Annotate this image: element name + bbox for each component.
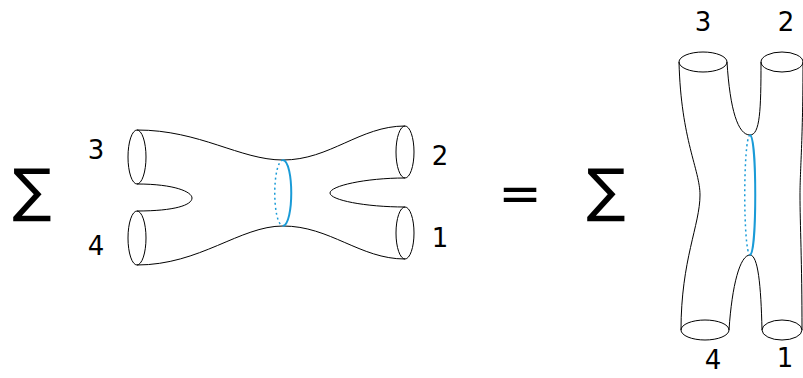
sum-symbol: ∑ bbox=[12, 161, 51, 219]
boundary-number: 3 bbox=[695, 9, 712, 35]
sum-symbol: ∑ bbox=[586, 161, 625, 219]
s-channel-surface bbox=[128, 126, 414, 265]
boundary-number: 1 bbox=[777, 345, 794, 371]
boundary-number: 2 bbox=[778, 9, 795, 35]
boundary-number: 4 bbox=[88, 233, 105, 259]
s-channel-cut bbox=[275, 160, 292, 226]
boundary-number: 1 bbox=[432, 225, 449, 251]
t-channel-cut bbox=[745, 135, 756, 255]
t-channel-surface bbox=[679, 52, 803, 340]
boundary-number: 3 bbox=[88, 137, 105, 163]
equals-sign: = bbox=[498, 167, 542, 219]
boundary-number: 2 bbox=[432, 143, 449, 169]
boundary-number: 4 bbox=[705, 347, 722, 373]
